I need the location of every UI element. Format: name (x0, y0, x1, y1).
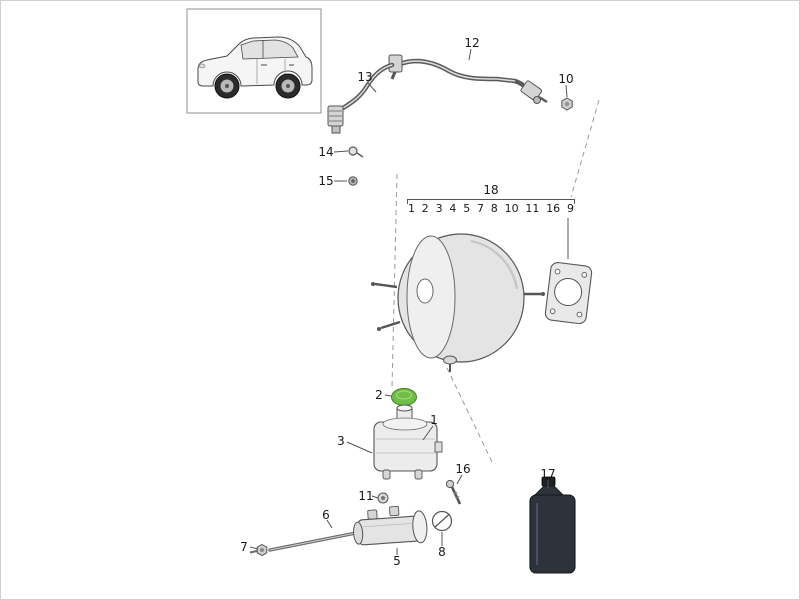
group-18-callout: 18 1 2 3 4 5 7 8 10 11 16 9 (407, 183, 575, 215)
fluid-reservoir-1 (373, 404, 443, 480)
dashed-link-vertical (391, 173, 398, 389)
dashed-link-top-right (570, 99, 600, 198)
fluid-bottle-17 (529, 476, 576, 574)
callout-1[interactable]: 1 (430, 413, 438, 427)
group-part-number-3[interactable]: 3 (435, 202, 443, 215)
car-inset (186, 8, 322, 114)
nut-7 (249, 543, 268, 557)
callout-8[interactable]: 8 (438, 545, 446, 559)
callout-11[interactable]: 11 (358, 489, 374, 503)
grommet-11 (377, 492, 389, 504)
bracket-tick-right (574, 200, 575, 204)
bracket-tick-left (407, 200, 408, 204)
check-valve (443, 355, 457, 365)
clip-14 (348, 146, 364, 158)
group-part-number-9[interactable]: 9 (566, 202, 574, 215)
group-18-numbers: 1 2 3 4 5 7 8 10 11 16 9 (407, 202, 575, 215)
seal-ring-8 (431, 510, 453, 532)
grommet-15 (348, 176, 358, 186)
master-cylinder-5 (353, 505, 428, 546)
vacuum-pipe-12 (388, 54, 548, 104)
callout-15[interactable]: 15 (318, 174, 334, 188)
dashed-links (391, 99, 600, 465)
nut-10 (561, 97, 573, 111)
callout-16[interactable]: 16 (455, 462, 471, 476)
callout-12[interactable]: 12 (464, 36, 480, 50)
reservoir-cap-2-highlighted[interactable] (391, 388, 417, 406)
gasket-9 (544, 262, 593, 325)
dashed-link-booster-to-cylinder (446, 367, 494, 465)
group-18-label[interactable]: 18 (483, 183, 499, 197)
group-part-number-4[interactable]: 4 (449, 202, 457, 215)
group-part-number-7[interactable]: 7 (476, 202, 484, 215)
booster-port (416, 278, 434, 304)
leader-lines (249, 48, 569, 555)
callout-3[interactable]: 3 (337, 434, 345, 448)
callout-6[interactable]: 6 (322, 508, 330, 522)
group-18-bracket: 1 2 3 4 5 7 8 10 11 16 9 (407, 199, 575, 215)
callout-14[interactable]: 14 (318, 145, 334, 159)
group-part-number-5[interactable]: 5 (463, 202, 471, 215)
group-part-number-8[interactable]: 8 (490, 202, 498, 215)
brake-booster (371, 233, 545, 372)
group-part-number-10[interactable]: 10 (504, 202, 519, 215)
car-thumbnail (197, 36, 313, 99)
callout-10[interactable]: 10 (558, 72, 574, 86)
bolt-16 (445, 479, 462, 505)
group-part-number-16[interactable]: 16 (546, 202, 561, 215)
group-part-number-2[interactable]: 2 (421, 202, 429, 215)
group-part-number-11[interactable]: 11 (525, 202, 540, 215)
bottle-body (529, 494, 576, 574)
callout-7[interactable]: 7 (240, 540, 248, 554)
callout-13[interactable]: 13 (357, 70, 373, 84)
callout-2[interactable]: 2 (375, 388, 383, 402)
hose-13 (327, 62, 395, 134)
callout-5[interactable]: 5 (393, 554, 401, 568)
group-part-number-1[interactable]: 1 (408, 202, 415, 215)
callout-17[interactable]: 17 (540, 467, 556, 481)
push-rod-6 (268, 531, 358, 552)
